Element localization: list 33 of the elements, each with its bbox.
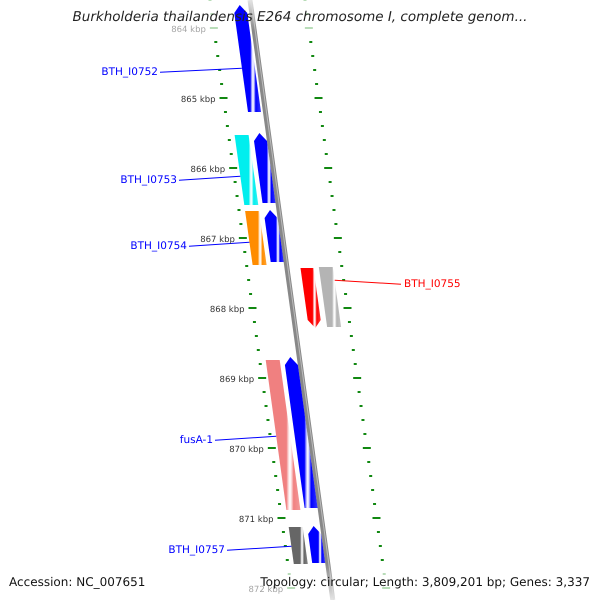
- scale-label: 869 kbp: [220, 376, 254, 384]
- scale-label: 871 kbp: [238, 516, 274, 524]
- leader-line: [226, 546, 292, 551]
- gene-feature: [284, 357, 318, 508]
- accession-text: Accession: NC_007651: [9, 576, 146, 588]
- leader-line: [334, 280, 402, 285]
- gene-label: fusA-1: [180, 435, 213, 446]
- gene-label: BTH_I0754: [130, 241, 187, 252]
- gene-label: BTH_I0753: [120, 175, 177, 186]
- gene-feature: [254, 133, 276, 203]
- gene-feature: [300, 268, 321, 328]
- gene-label: BTH_I0755: [404, 279, 461, 290]
- scale-label: 870 kbp: [229, 446, 264, 454]
- leader-line: [160, 68, 242, 73]
- scale-label: 866 kbp: [190, 166, 226, 174]
- gene-feature: [318, 267, 342, 327]
- leader-line: [188, 242, 250, 247]
- scale-label: 868 kbp: [210, 306, 245, 314]
- scale-label: 872 kbp: [248, 586, 284, 594]
- scale-label: 865 kbp: [180, 96, 216, 104]
- gene-feature: [245, 211, 267, 265]
- gene-label: BTH_I0757: [168, 545, 225, 556]
- gene-label: BTH_I0752: [101, 67, 158, 78]
- summary-text: Topology: circular; Length: 3,809,201 bp; Genes: 3,337: [260, 576, 590, 588]
- leader-line: [214, 436, 277, 441]
- gene-feature: [264, 210, 284, 262]
- gene-feature: [266, 360, 300, 510]
- scale-label: 867 kbp: [200, 236, 235, 244]
- leader-line: [178, 176, 241, 181]
- scale-label: 864 kbp: [171, 26, 206, 34]
- gene-feature: [234, 135, 258, 205]
- gene-feature: [308, 526, 326, 563]
- gene-feature: [288, 527, 308, 564]
